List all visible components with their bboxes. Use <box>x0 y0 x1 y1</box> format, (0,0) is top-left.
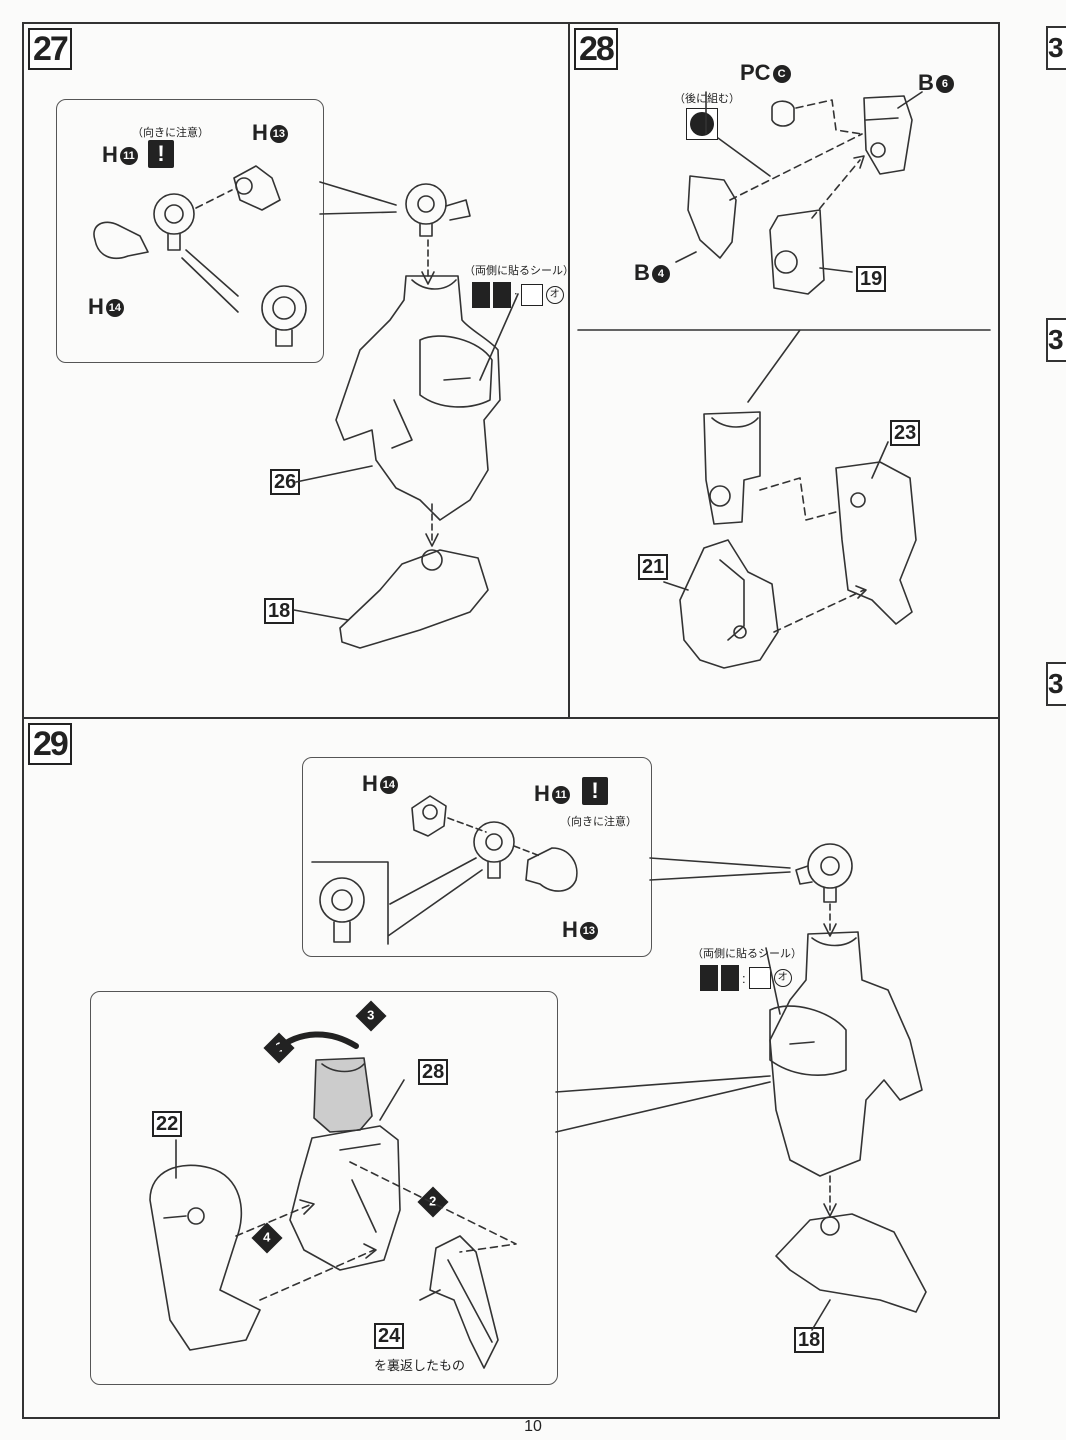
orientation-note: （向きに注意） <box>560 816 637 828</box>
step-28-line-art <box>577 91 991 669</box>
reverse-note: を裏返したもの <box>374 1358 466 1373</box>
step-27-line-art <box>93 165 519 649</box>
warning-icon: ! <box>148 140 174 168</box>
step-29-line-art <box>149 795 927 1369</box>
part-number-23: 23 <box>890 420 921 446</box>
later-assembly-icon <box>686 108 718 140</box>
part-number-19: 19 <box>856 266 887 292</box>
part-number-28: 28 <box>418 1059 449 1085</box>
sticker-note: （両側に貼るシール） <box>692 948 802 960</box>
edge-tab: 3 <box>1046 26 1066 70</box>
part-number-22: 22 <box>152 1111 183 1137</box>
step-number: 27 <box>28 28 72 70</box>
part-number-18: 18 <box>264 598 295 624</box>
page-number: 10 <box>524 1418 542 1435</box>
sticker-icon: : オ <box>472 282 564 308</box>
part-number-21: 21 <box>638 554 669 580</box>
sticker-note: （両側に貼るシール） <box>464 265 574 277</box>
step-number: 28 <box>574 28 618 70</box>
later-assembly-note: （後に組む） <box>674 93 740 105</box>
warning-icon: ! <box>582 777 608 805</box>
detail-inset <box>56 99 324 363</box>
orientation-note: （向きに注意） <box>132 127 209 139</box>
part-number-24: 24 <box>374 1323 405 1349</box>
part-number-18: 18 <box>794 1327 825 1353</box>
edge-tab: 3 <box>1046 662 1066 706</box>
step-number: 29 <box>28 723 72 765</box>
sticker-icon: : オ <box>700 965 792 991</box>
edge-tab: 3 <box>1046 318 1066 362</box>
